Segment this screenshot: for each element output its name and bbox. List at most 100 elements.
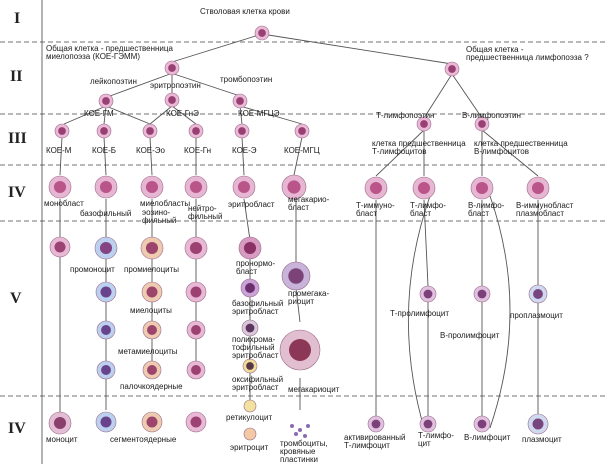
platelet-dot <box>290 424 294 428</box>
proplasmocyte-cell <box>528 284 548 304</box>
monocyte-cell <box>48 411 72 435</box>
stage-label-4: IV <box>8 184 26 201</box>
t-prolymphocyte-label: Т-пролимфоцит <box>390 309 449 318</box>
koe-e-cell <box>234 123 250 139</box>
t-precursor-cell <box>416 116 432 132</box>
eo-blast-cell <box>140 175 164 199</box>
erythrocyte-cell <box>243 427 257 441</box>
band-neutro-cell <box>186 360 206 380</box>
metamyelocyte-baso-cell <box>96 320 116 340</box>
koe-m-cell <box>54 123 70 139</box>
pronormoblast-cell <box>238 236 262 260</box>
koe-e-label: КОЕ-Э <box>232 146 257 155</box>
koe-b-label: КОЕ-Б <box>92 146 117 155</box>
koe-gn-label: КОЕ-Гн <box>184 146 212 155</box>
myelocyte-neutro-cell <box>185 281 207 303</box>
promonocyte-label: промоноцит <box>70 265 115 274</box>
erythroblast-cell <box>232 175 256 199</box>
b-precursor-label: клетка предшественница В-лимфоцитов <box>474 139 568 156</box>
activated-t-lymphocyte-label: активированный Т-лимфоцит <box>344 433 406 450</box>
koe-gm-cell <box>98 93 114 109</box>
b-prolymphocyte-cell <box>473 285 491 303</box>
megakaryocyte-label: мегакариоцит <box>288 385 340 394</box>
platelets-label: тромбоциты, кровяные пластинки <box>280 439 328 464</box>
myelocyte-eo-cell <box>141 281 163 303</box>
stem-cell <box>254 25 270 41</box>
b-lymphopoietin-label: В-лимфопоэтин <box>462 111 521 120</box>
koe-gne-label: КОЕ-ГнЭ <box>166 109 199 118</box>
thrombopoietin-label: тромбопоэтин <box>220 75 273 84</box>
baso-erythroblast-cell <box>240 278 260 298</box>
b-precursor-cell <box>474 116 490 132</box>
monoblast-cell <box>48 175 72 199</box>
platelet-dot <box>306 424 310 428</box>
monoblast-label: монобласт <box>44 199 84 208</box>
b-prolymphocyte-label: В-пролимфоцит <box>440 331 500 340</box>
megakaryoblast-label: мегакарио- бласт <box>288 195 330 212</box>
poly-erythroblast-cell <box>241 319 259 337</box>
stem-cell-label: Стволовая клетка крови <box>200 7 290 16</box>
basophilic-label: базофильный <box>80 209 132 218</box>
b-lymphocyte-label: В-лимфоцит <box>464 433 511 442</box>
plasmocyte-label: плазмоцит <box>522 435 562 444</box>
monocyte-label: моноцит <box>46 435 78 444</box>
proplasmocyte-label: проплазмоцит <box>510 311 563 320</box>
koe-gm-label: КОЕ-ГМ <box>84 109 114 118</box>
koe-megce-label: КОЕ-МГЦЭ <box>238 109 280 118</box>
koe-mgc-label: КОЕ-МГЦ <box>284 146 320 155</box>
oxy-erythroblast-cell <box>242 358 258 374</box>
myelocytes-label: миелоциты <box>130 306 172 315</box>
t-lymphopoietin-label: Т-лимфопоэтин <box>376 111 435 120</box>
t-lymphocyte-cell <box>419 415 437 433</box>
band-eo-cell <box>142 360 162 380</box>
neutro-blast-cell <box>184 175 208 199</box>
b-lymphoblast-cell <box>470 176 494 200</box>
segmented-neutro-cell <box>185 411 207 433</box>
b-immunoblast-cell <box>526 176 550 200</box>
promegakaryocyte-label: промегака- риоцит <box>288 289 330 306</box>
stage-label-3: III <box>8 130 27 147</box>
reticulocyte-cell <box>243 399 257 413</box>
promonocyte-cell <box>49 236 71 258</box>
koe-mgc-cell <box>294 123 310 139</box>
myelocyte-baso-cell <box>95 281 117 303</box>
erythroblast-label: эритробласт <box>228 200 275 209</box>
metamyelocyte-neutro-cell <box>186 320 206 340</box>
t-lymphoblast-label: Т-лимфо- бласт <box>410 201 446 218</box>
oxyphilic-erythroblast-label: оксифильный эритробласт <box>232 375 284 392</box>
activated-t-cell <box>367 415 385 433</box>
koe-megce-cell <box>232 93 248 109</box>
band-baso-cell <box>96 360 116 380</box>
basophilic-erythroblast-label: базофильный эритробласт <box>232 299 284 316</box>
metamyelocyte-eo-cell <box>142 320 162 340</box>
neutrophilic-label: нейтро- фильный <box>188 204 223 221</box>
b-lymphoblast-label: В-лимфо- бласт <box>468 201 505 218</box>
metamyelocytes-label: метамиелоциты <box>118 347 178 356</box>
stage-label-6: IV <box>8 420 26 437</box>
promyelocytes-label: промиелоциты <box>124 265 180 274</box>
koe-eo-label: КОЕ-Эо <box>136 146 165 155</box>
stage-label-5: V <box>10 290 22 307</box>
reticulocyte-label: ретикулоцит <box>226 413 273 422</box>
platelet-dot <box>303 434 307 438</box>
stage-label-1: I <box>14 10 21 27</box>
t-immunoblast-cell <box>364 176 388 200</box>
band-neutrophils-label: палочкоядерные <box>120 382 183 391</box>
polychromatophilic-erythroblast-label: полихрома- тофильный эритробласт <box>232 335 279 360</box>
platelet-dot <box>294 432 298 436</box>
promyelocyte-neutro-cell <box>184 236 208 260</box>
myelo-precursor-label: Общая клетка - предшественница миелопоэз… <box>46 44 173 61</box>
leukopoietin-label: лейкопоэтин <box>90 77 137 86</box>
koe-gn-cell <box>188 123 204 139</box>
erythrocyte-label: эритроцит <box>230 443 269 452</box>
promyelocyte-eo-cell <box>140 236 164 260</box>
promegakaryocyte-cell <box>281 261 311 291</box>
segmented-baso-cell <box>95 411 117 433</box>
koe-gne-cell <box>164 92 180 108</box>
row-separators <box>0 41 605 397</box>
segmented-label: сегментоядерные <box>110 435 177 444</box>
t-prolymphocyte-cell <box>419 285 437 303</box>
t-lymphoblast-cell <box>412 176 436 200</box>
segmented-eo-cell <box>141 411 163 433</box>
cells <box>48 25 550 441</box>
